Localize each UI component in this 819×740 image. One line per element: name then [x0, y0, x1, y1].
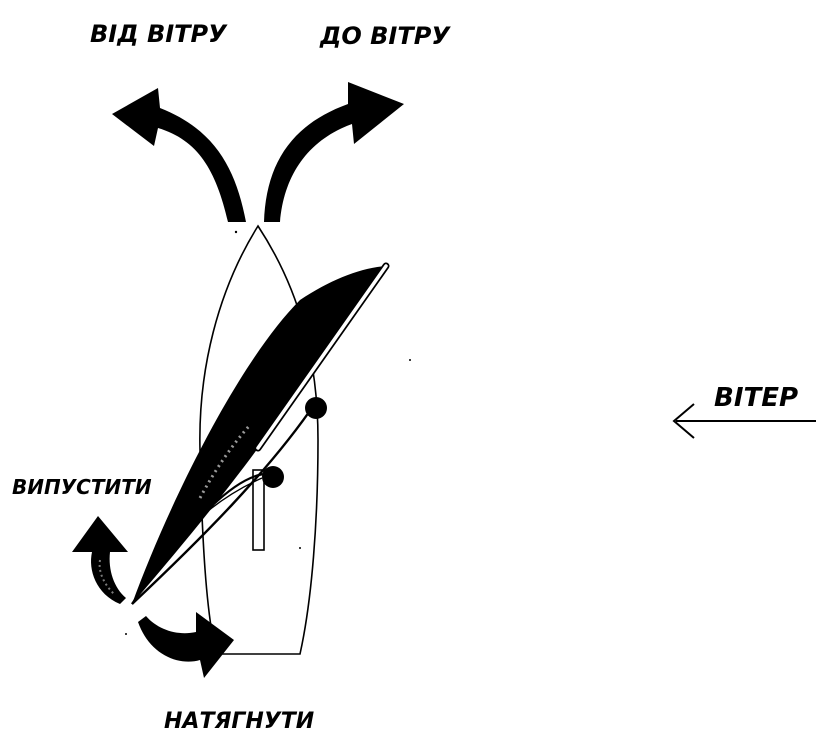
- sail: [132, 266, 386, 604]
- block-pulley-upper: [305, 397, 327, 419]
- label-toward-wind: ДО ВІТРУ: [319, 22, 451, 50]
- label-ease-out: ВИПУСТИТИ: [12, 475, 152, 499]
- speck: [125, 633, 127, 635]
- label-away-from-wind: ВІД ВІТРУ: [90, 20, 228, 48]
- curved-arrow-pull-icon: [138, 612, 234, 678]
- block-pulley-lower: [262, 466, 284, 488]
- label-pull-in: НАТЯГНУТИ: [164, 709, 314, 734]
- speck: [299, 547, 301, 549]
- curved-arrow-left-icon: [112, 88, 246, 222]
- speck: [235, 231, 237, 233]
- label-wind: ВІТЕР: [714, 383, 798, 413]
- speck: [409, 359, 411, 361]
- curved-arrow-up-icon: [72, 516, 128, 604]
- curved-arrow-right-icon: [264, 82, 404, 222]
